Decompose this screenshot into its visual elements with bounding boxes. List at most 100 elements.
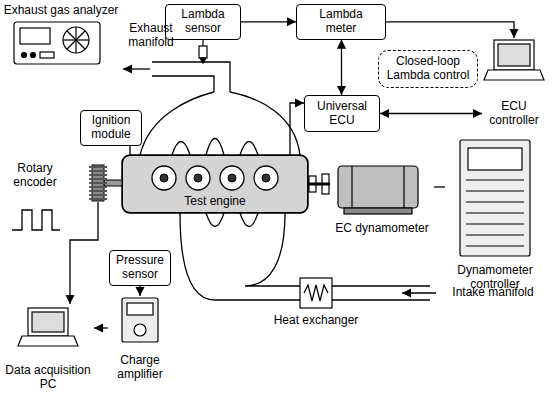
heat-exchanger-icon bbox=[300, 278, 332, 308]
signal-line bbox=[290, 103, 304, 155]
pc-laptop-icon-part bbox=[28, 308, 68, 336]
node-text: Exhaust gas analyzer bbox=[4, 4, 119, 18]
intake-pipe-part bbox=[206, 213, 224, 227]
heat-exchanger: Heat exchanger bbox=[270, 276, 362, 330]
pc-laptop-icon bbox=[18, 308, 78, 346]
pulse-signal bbox=[12, 210, 60, 230]
exhaust-flow-arrow-part bbox=[123, 68, 150, 69]
signal-line bbox=[434, 186, 445, 187]
exhaust-pipe-part bbox=[172, 142, 190, 156]
engine-block-part bbox=[228, 174, 236, 182]
controller-cabinet-part bbox=[466, 190, 524, 191]
signal-line bbox=[341, 40, 342, 95]
gas-analyzer-icon-part bbox=[14, 22, 100, 64]
control-loop-note: Closed-loop Lambda control bbox=[378, 50, 478, 88]
engine-block-part bbox=[220, 166, 244, 190]
dynamometer-icon-part bbox=[403, 166, 404, 208]
controller-cabinet-part bbox=[466, 212, 524, 213]
signal-line bbox=[241, 21, 296, 22]
ignition-box: Ignition module bbox=[80, 110, 142, 146]
encoder-gear-part bbox=[89, 166, 107, 168]
encoder-gear bbox=[89, 165, 122, 201]
controller-cabinet-part bbox=[468, 148, 522, 170]
node-text: Pressure sensor bbox=[116, 254, 164, 282]
ecu-laptop-icon bbox=[484, 40, 544, 80]
ecu-laptop-icon-part bbox=[484, 70, 544, 80]
gas-analyzer: Exhaust gas analyzer bbox=[2, 2, 120, 70]
node-text: Universal ECU bbox=[311, 100, 373, 128]
node-text: Heat exchanger bbox=[274, 314, 359, 328]
controller-cabinet-part bbox=[466, 234, 524, 235]
data-acquisition-pc: Data acquisition PC bbox=[2, 304, 94, 394]
encoder-gear-part bbox=[89, 186, 107, 188]
gas-analyzer-icon-part bbox=[67, 31, 85, 49]
gas-analyzer-icon-part bbox=[40, 52, 54, 58]
gas-analyzer-icon bbox=[14, 22, 100, 64]
intake-pipe-part bbox=[240, 213, 258, 227]
ecu-controller: ECU controller bbox=[482, 38, 546, 130]
encoder-gear-part bbox=[89, 198, 107, 200]
ecu-laptop-icon-part bbox=[494, 40, 534, 70]
test-engine: Test engine bbox=[122, 155, 308, 213]
node-text: Ignition module bbox=[87, 114, 135, 142]
encoder-gear-part bbox=[89, 170, 107, 172]
gas-analyzer-icon-part bbox=[63, 27, 89, 53]
pulse-signal-part bbox=[12, 210, 60, 230]
charge-amplifier-icon-part bbox=[122, 298, 158, 342]
engine-block-part bbox=[254, 166, 278, 190]
node-text: Data acquisition PC bbox=[2, 364, 94, 392]
exhaust-pipe-part bbox=[240, 142, 258, 156]
controller-cabinet-part bbox=[466, 201, 524, 202]
dynamometer-icon bbox=[338, 166, 418, 214]
pc-laptop-icon-part bbox=[18, 336, 78, 346]
ecu-laptop-icon-part bbox=[498, 44, 530, 66]
engine-block-part bbox=[122, 155, 308, 213]
engine-block-part bbox=[160, 174, 168, 182]
exhaust-flow-arrow bbox=[123, 69, 150, 70]
dynamometer-icon-part bbox=[338, 166, 418, 208]
controller-cabinet-part bbox=[466, 223, 524, 224]
part-label: Exhaust manifold bbox=[120, 22, 182, 50]
dynamometer: EC dynamometer bbox=[330, 160, 434, 238]
engine-block-part bbox=[152, 166, 176, 190]
dynamometer-icon-part bbox=[344, 208, 412, 214]
encoder-gear-part bbox=[89, 182, 107, 184]
lambda-probe-part bbox=[200, 58, 206, 63]
part-label: Intake manifold bbox=[440, 286, 546, 300]
ecu-box: Universal ECU bbox=[304, 95, 380, 132]
heat-exchanger-icon-part bbox=[304, 285, 328, 301]
dynamometer-controller: Dynamometer controller bbox=[445, 138, 545, 294]
gas-analyzer-icon-part bbox=[20, 28, 50, 44]
node-text: Lambda sensor bbox=[172, 8, 234, 36]
lambda-probe-part bbox=[199, 46, 207, 58]
sensor-box: Pressure sensor bbox=[109, 250, 171, 286]
engine-block-part bbox=[194, 174, 202, 182]
encoder-gear-part bbox=[89, 194, 107, 196]
intake-pipe-part bbox=[245, 213, 430, 286]
sensor-box: Lambda sensor bbox=[165, 4, 241, 40]
exhaust-pipe-part bbox=[152, 62, 230, 92]
dynamometer-icon-part bbox=[351, 166, 352, 208]
node-text: Rotary encoder bbox=[4, 162, 66, 190]
charge-amplifier: Charge amplifier bbox=[108, 296, 172, 384]
engine-block bbox=[122, 155, 308, 213]
signal-line bbox=[380, 113, 482, 114]
pc-laptop-icon-part bbox=[32, 312, 64, 332]
node-text: Closed-loop Lambda control bbox=[385, 55, 471, 83]
controller-cabinet-part bbox=[460, 140, 530, 256]
exhaust-pipe-part bbox=[140, 92, 214, 155]
rotary-encoder: Rotary encoder bbox=[4, 150, 114, 202]
gas-analyzer-icon-part bbox=[22, 53, 27, 58]
signal-line bbox=[94, 327, 108, 328]
charge-amplifier-icon-part bbox=[134, 324, 146, 336]
node-text: EC dynamometer bbox=[335, 222, 428, 236]
exhaust-pipe-part bbox=[152, 76, 214, 92]
encoder-gear-part bbox=[89, 178, 107, 180]
meter-box: Lambda meter bbox=[296, 4, 386, 40]
gas-analyzer-icon-part bbox=[31, 53, 36, 58]
intake-flow-arrow-part bbox=[402, 292, 436, 293]
exhaust-pipe-part bbox=[206, 139, 224, 156]
gas-analyzer-icon-part bbox=[67, 31, 85, 49]
controller-cabinet-part bbox=[466, 179, 524, 180]
